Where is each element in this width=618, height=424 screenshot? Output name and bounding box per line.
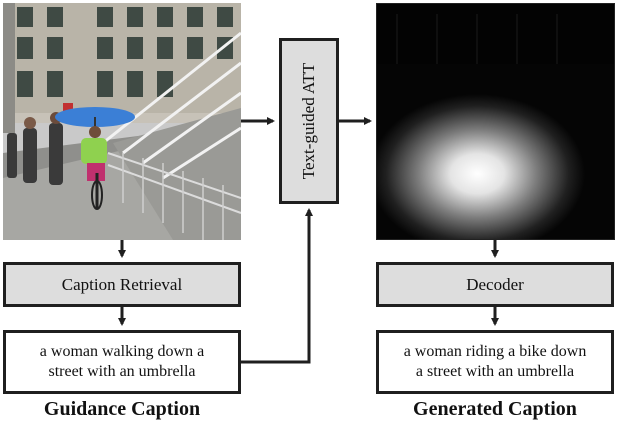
caption-retrieval-label: Caption Retrieval	[62, 275, 182, 295]
caption-retrieval-box: Caption Retrieval	[3, 262, 241, 307]
decoder-label: Decoder	[466, 275, 524, 295]
guidance-caption-line-1: a woman walking down a	[40, 342, 204, 362]
input-street-photo	[3, 3, 241, 240]
generated-caption-title: Generated Caption	[376, 398, 614, 421]
text-guided-att-box: Text-guided ATT	[279, 38, 339, 204]
generated-caption-line-1: a woman riding a bike down	[404, 342, 587, 362]
text-guided-att-label: Text-guided ATT	[299, 63, 319, 179]
guidance-caption-title: Guidance Caption	[3, 398, 241, 421]
attention-heatmap	[376, 3, 615, 240]
generated-caption-line-2: a street with an umbrella	[404, 362, 587, 382]
guidance-caption-line-2: street with an umbrella	[40, 362, 204, 382]
decoder-box: Decoder	[376, 262, 614, 307]
generated-caption-box: a woman riding a bike down a street with…	[376, 330, 614, 394]
arrow-guidance-to-att	[241, 210, 309, 362]
guidance-caption-box: a woman walking down a street with an um…	[3, 330, 241, 394]
